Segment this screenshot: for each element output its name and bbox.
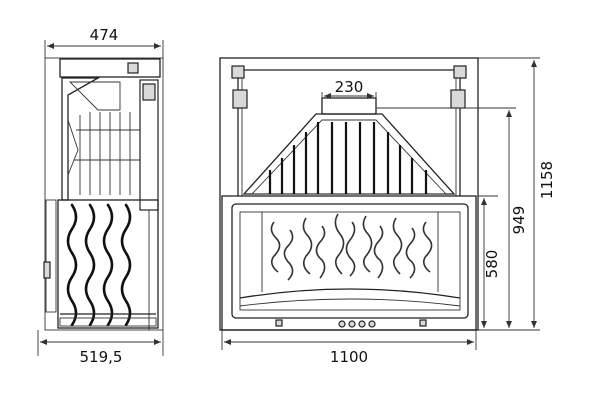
side-view (43, 57, 164, 331)
front-door-glass-inner (239, 211, 461, 311)
front-top-right-bolt (453, 65, 467, 79)
front-hood (242, 113, 456, 195)
side-outer-frame (44, 57, 164, 331)
side-inner-ribs (67, 112, 140, 195)
dim-front-width: 1100 (221, 330, 477, 366)
front-top-left-bolt (231, 65, 245, 79)
front-left-clamp (232, 89, 248, 109)
side-door-front (45, 199, 57, 313)
dim-side-bottom: 519,5 (37, 330, 164, 366)
dim-flue: 230 (321, 78, 377, 99)
side-top-collar (59, 58, 161, 78)
dim-height-949: 949 (376, 107, 528, 328)
front-flames (270, 213, 433, 281)
side-rear-baffle (61, 77, 101, 201)
side-baffle-plate (68, 81, 121, 111)
dim-flue-label: 230 (335, 78, 364, 96)
dim-total-height: 1158 (478, 57, 556, 331)
front-flue-collar (321, 97, 377, 115)
side-flames (66, 203, 132, 327)
front-hood-ribs (268, 122, 428, 194)
side-damper-cap (142, 83, 156, 101)
dim-height-949-label: 949 (510, 206, 528, 235)
front-right-clamp (450, 89, 466, 109)
front-hearth-curve (239, 288, 461, 299)
dim-door-height: 580 (478, 195, 501, 328)
dim-total-height-label: 1158 (538, 161, 556, 199)
dim-door-height-label: 580 (483, 250, 501, 279)
side-top-bolt (127, 62, 139, 74)
side-door-handle (43, 261, 51, 279)
dim-side-top: 474 (44, 26, 164, 58)
front-door-glass-outer (231, 203, 469, 319)
front-bottom-controls (275, 319, 427, 328)
dim-front-width-label: 1100 (330, 348, 368, 366)
dim-side-bottom-label: 519,5 (80, 348, 123, 366)
front-door-frame (221, 195, 477, 331)
side-firebox (57, 199, 159, 329)
dim-side-top-label: 474 (90, 26, 119, 44)
front-view (219, 57, 479, 331)
side-base-plate (59, 317, 157, 327)
